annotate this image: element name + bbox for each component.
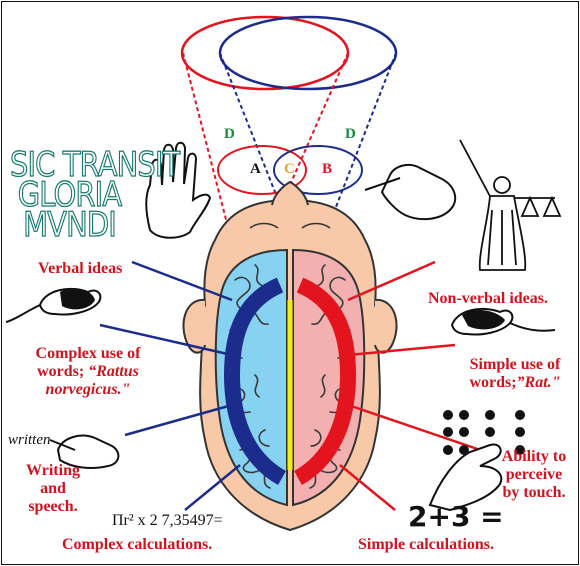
left-brow xyxy=(249,222,279,229)
label-complex-calculations: Complex calculations. xyxy=(62,536,213,553)
venn-label-d-right: D xyxy=(345,126,356,142)
label-complex-words: Complex use of words; “Rattus norvegicus… xyxy=(8,345,168,399)
red-arc xyxy=(293,277,357,485)
right-connectors xyxy=(339,260,496,511)
handwriting-sample: written xyxy=(8,432,51,448)
right-ear xyxy=(374,298,398,354)
label-complex-words-line1: Complex use of xyxy=(35,345,141,362)
label-touch: Ability to perceive by touch. xyxy=(490,448,578,502)
title-line-2: GLORIA xyxy=(17,175,122,215)
justice-statue-icon xyxy=(459,139,562,271)
sic-transit-title: SIC TRANSIT GLORIA MVNDI xyxy=(9,145,180,245)
label-writing-line3: speech. xyxy=(28,498,78,515)
label-touch-line3: by touch. xyxy=(502,484,566,501)
label-writing-line2: and xyxy=(40,480,66,497)
label-verbal-ideas: Verbal ideas xyxy=(38,260,123,277)
right-hemisphere xyxy=(292,248,366,507)
venn-red-ellipse xyxy=(217,145,307,195)
label-simple-words-italic: ”Rat." xyxy=(516,374,561,391)
label-writing-speech: Writing and speech. xyxy=(18,462,88,516)
handwriting-hand-icon xyxy=(49,434,120,469)
venn-label-c: C xyxy=(284,161,295,177)
label-complex-words-line2: words; xyxy=(37,363,89,380)
simple-sum: 2+3 = xyxy=(408,500,504,533)
right-rat-icon xyxy=(450,307,556,336)
label-complex-words-line3: norvegicus." xyxy=(45,381,131,398)
nose xyxy=(271,180,309,206)
title-line-1: SIC TRANSIT xyxy=(9,145,180,185)
title-line-3: MVNDI xyxy=(23,205,118,245)
label-simple-words: Simple use of words;”Rat." xyxy=(460,356,570,392)
label-simple-calculations: Simple calculations. xyxy=(358,536,495,553)
label-writing-line1: Writing xyxy=(26,462,80,479)
left-connectors xyxy=(99,260,241,511)
right-brow xyxy=(301,222,331,229)
top-blue-ellipse xyxy=(218,15,398,91)
venn-label-b: B xyxy=(322,161,333,177)
label-simple-words-line1: Simple use of xyxy=(469,356,561,373)
label-complex-words-italic: “Rattus xyxy=(88,363,139,380)
venn-label-a: A xyxy=(250,161,261,177)
venn-blue-ellipse xyxy=(273,145,363,195)
left-hemisphere xyxy=(214,248,288,507)
left-rat-icon xyxy=(5,287,102,323)
label-touch-line1: Ability to xyxy=(501,448,567,465)
blue-arc xyxy=(223,277,287,485)
label-touch-line2: perceive xyxy=(505,466,563,483)
complex-formula: Πr² x 2 7,35497= xyxy=(112,512,223,529)
label-nonverbal-ideas: Non-verbal ideas. xyxy=(428,290,548,307)
raised-hand-icon xyxy=(145,141,212,239)
writing-hand-icon xyxy=(364,163,457,221)
label-simple-words-line2: words; xyxy=(469,374,517,391)
venn-label-d-left: D xyxy=(224,126,235,142)
touching-hand-icon xyxy=(428,443,503,512)
top-red-ellipse xyxy=(180,15,350,91)
